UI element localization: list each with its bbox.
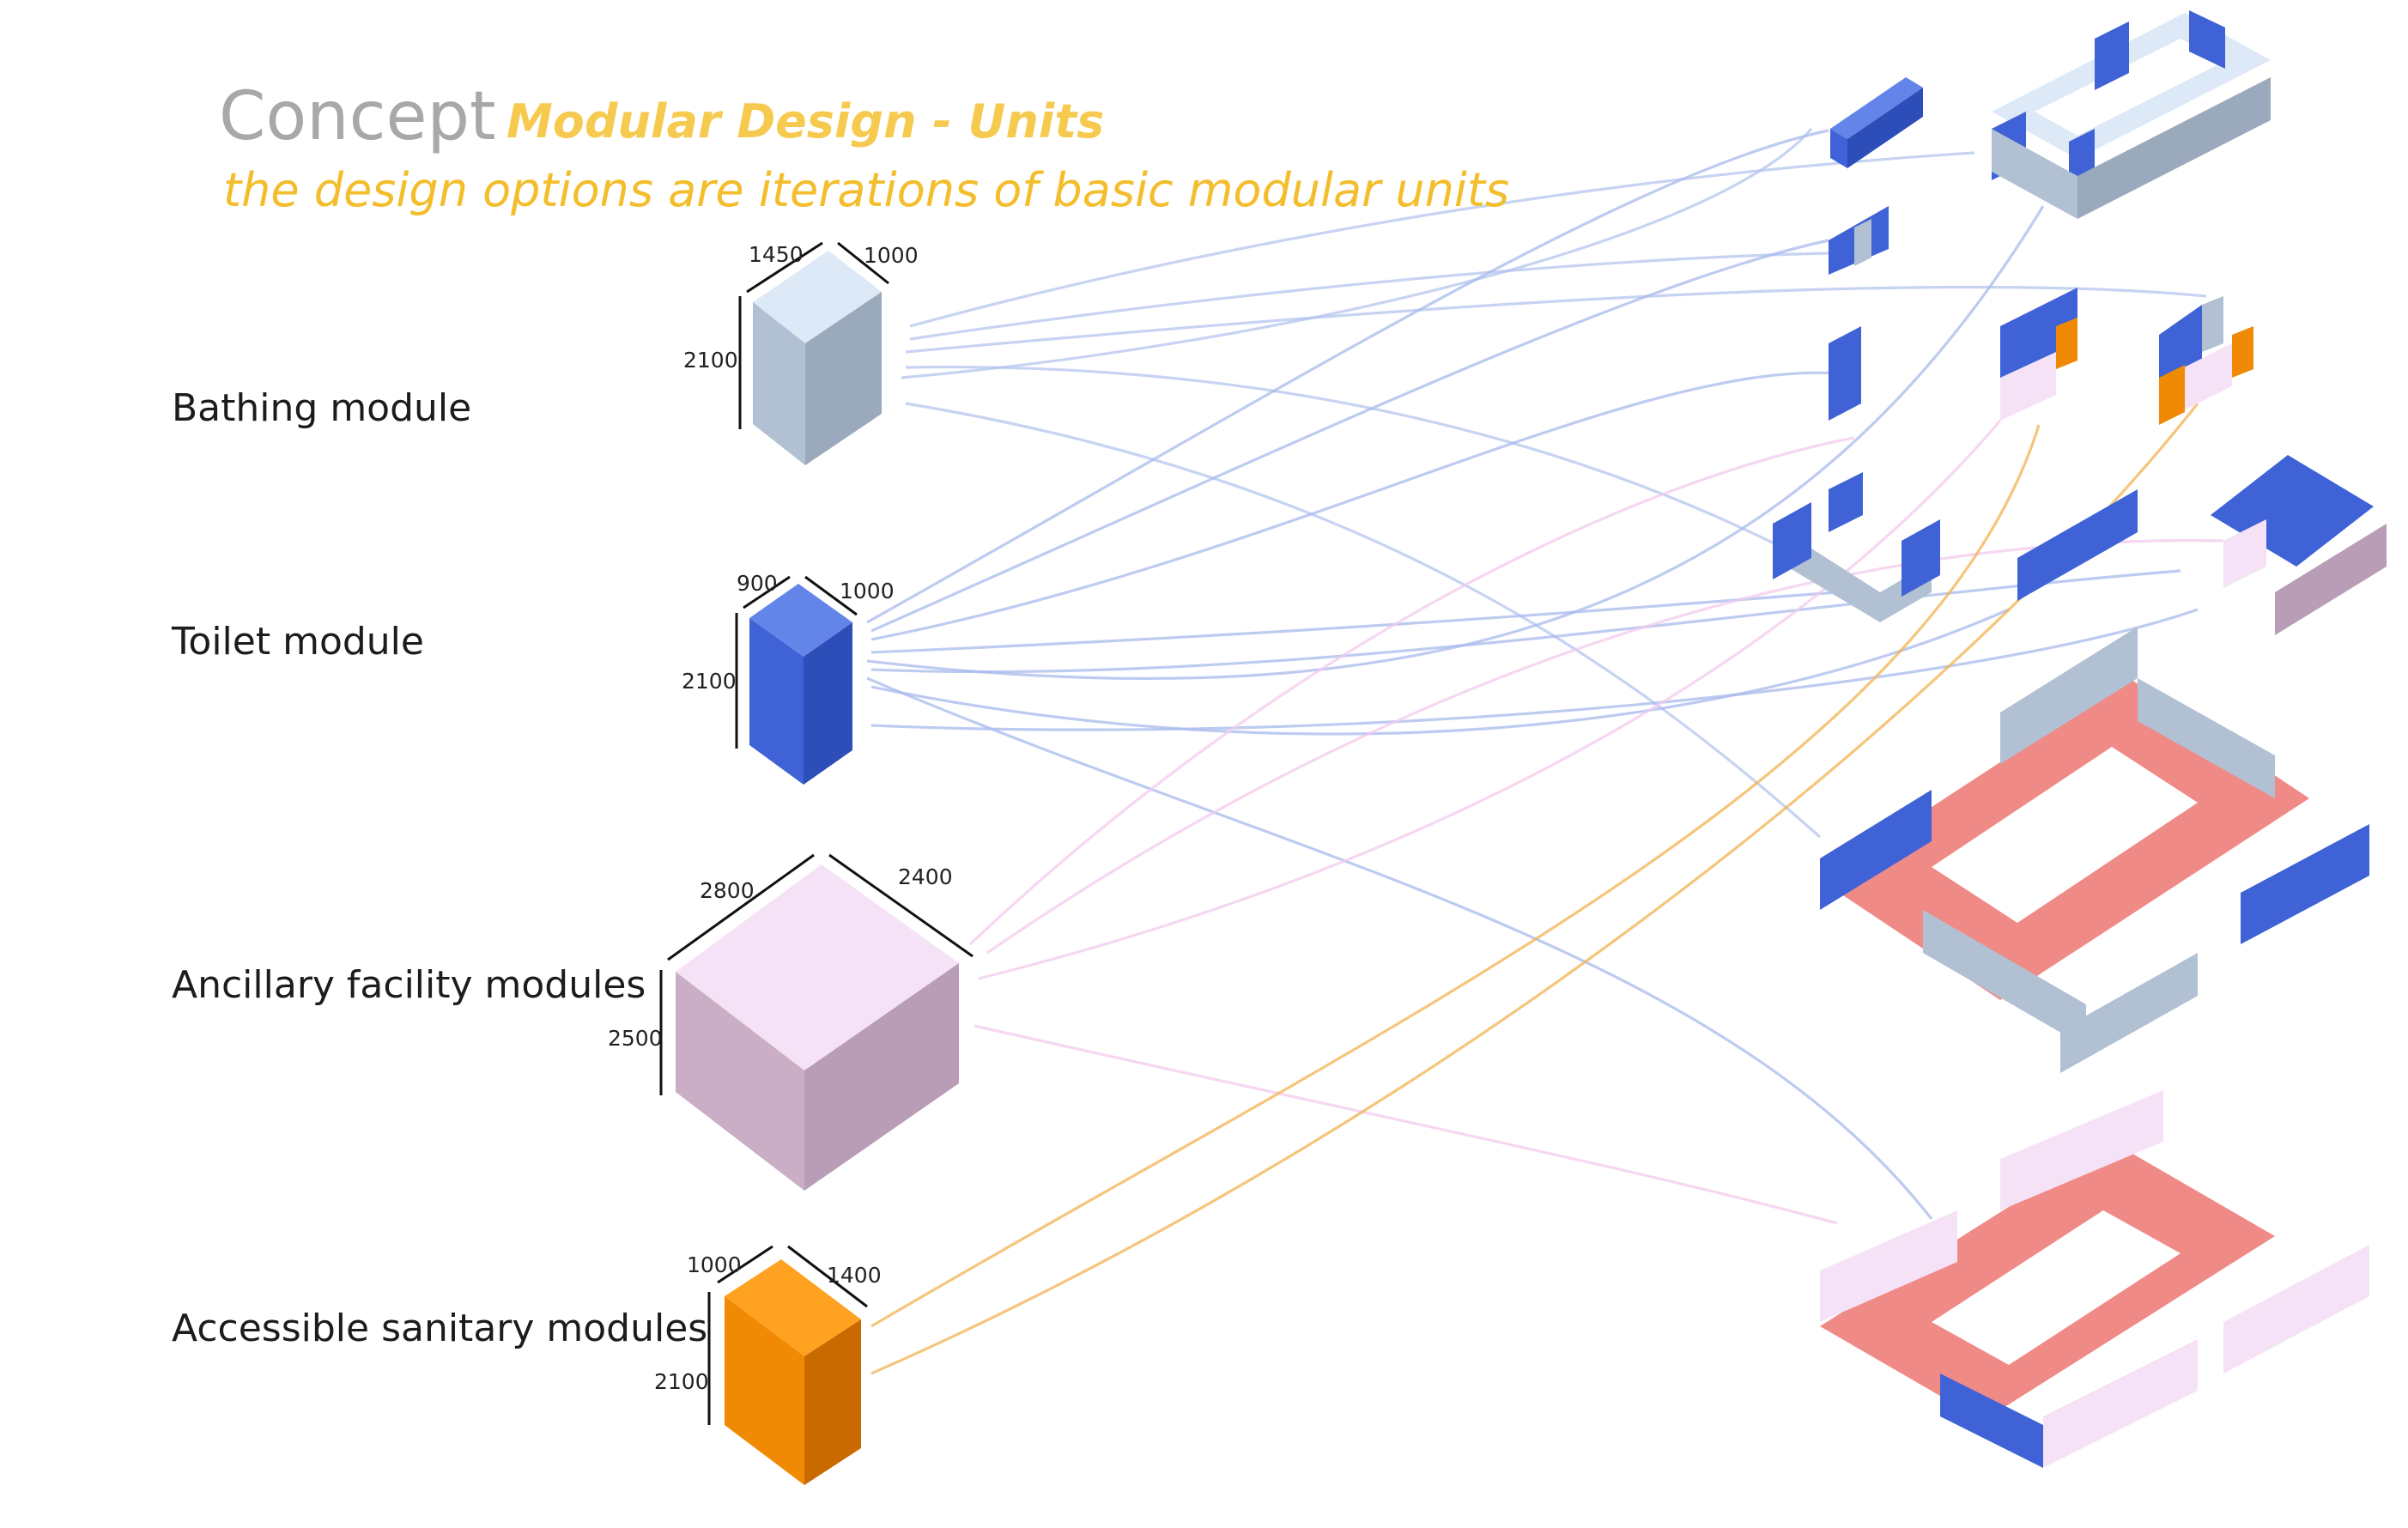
connector-ancillary [986,539,2224,955]
concept-title: Concept [219,78,496,155]
toilet-dim-height: 2100 [682,669,737,694]
connector-toilet [866,205,2045,681]
accessible-dim-depth: 1400 [827,1263,882,1288]
connector-toilet [870,608,2199,731]
connector-bathing [905,402,1822,839]
connector-bathing [901,127,1813,379]
connector-accessible [870,424,2041,1328]
ancillary-dim-depth: 2400 [898,864,953,889]
connector-toilet [870,591,1838,654]
dim-line [828,853,974,958]
bathing-dim-width: 1450 [749,242,804,267]
bathing-dim-height: 2100 [683,348,738,373]
connector-ancillary [968,436,1855,946]
arrangement-toilet-accessible [2000,288,2077,421]
arrangement-corner-right [2211,455,2387,635]
accessible-module-label: Accessible sanitary modules [172,1307,707,1350]
connector-bathing [905,365,1804,560]
ancillary-dim-height: 2500 [608,1026,663,1051]
connector-bathing [909,252,1829,341]
arrangement-courtyard-blue [1820,627,2369,1073]
connector-ancillary [974,1024,1838,1225]
dim-line [667,853,815,961]
dim-line [743,575,791,609]
connector-toilet [870,239,1829,633]
dim-line [804,575,858,616]
toilet-dim-depth: 1000 [840,579,895,603]
arrangement-courtyard-pink [1820,1090,2369,1468]
box-left [676,972,804,1191]
box-right [804,622,852,785]
box-top [725,1259,861,1356]
toilet-module-label: Toilet module [171,620,424,664]
arrangement-small-pair [1829,206,1889,275]
arrangement-toilet-bar [2017,489,2138,601]
connector-toilet [866,676,1933,1220]
arrangement-single-vertical [1829,326,1861,421]
ancillary-module-label: Ancillary facility modules [172,963,646,1007]
box-right [804,1319,861,1485]
connector-ancillary [978,419,2002,980]
box-left [725,1296,804,1485]
tagline: the design options are iterations of bas… [223,163,1509,217]
connector-toilet [870,608,2010,736]
box-left [749,618,804,785]
arrangement-u-shape [1773,472,1940,622]
dim-line [746,241,823,294]
connector-bathing [909,151,1975,328]
connector-bathing [905,285,2207,354]
box-right [805,292,882,465]
accessible-module-box: 1000 1400 2100 [654,1245,882,1485]
dim-line [717,1245,773,1284]
accessible-dim-height: 2100 [654,1369,709,1394]
arrangement-ring-top [1992,10,2271,219]
connector-toilet [870,569,2181,674]
bathing-module-label: Bathing module [172,386,471,430]
toilet-module-box: 900 1000 2100 [682,571,895,785]
toilet-dim-width: 900 [737,571,778,596]
subtitle: Modular Design - Units [506,94,1104,149]
arrangement-toilet-accessible-2 [2159,296,2253,425]
box-top [753,251,882,343]
connector-lines [866,127,2224,1375]
ancillary-dim-width: 2800 [700,878,755,903]
connector-toilet [870,371,1838,641]
box-right [804,963,959,1191]
box-top [676,864,959,1070]
dim-line [837,241,889,285]
connector-toilet [866,129,1829,624]
box-top [749,584,852,657]
dim-line [787,1245,868,1308]
box-left [753,302,805,465]
bathing-dim-depth: 1000 [864,243,919,268]
accessible-dim-width: 1000 [687,1252,742,1277]
bathing-module-box: 1450 1000 2100 [683,241,919,465]
ancillary-module-box: 2800 2400 2500 [608,853,974,1191]
arrangement-single-toilet-top [1830,77,1923,168]
